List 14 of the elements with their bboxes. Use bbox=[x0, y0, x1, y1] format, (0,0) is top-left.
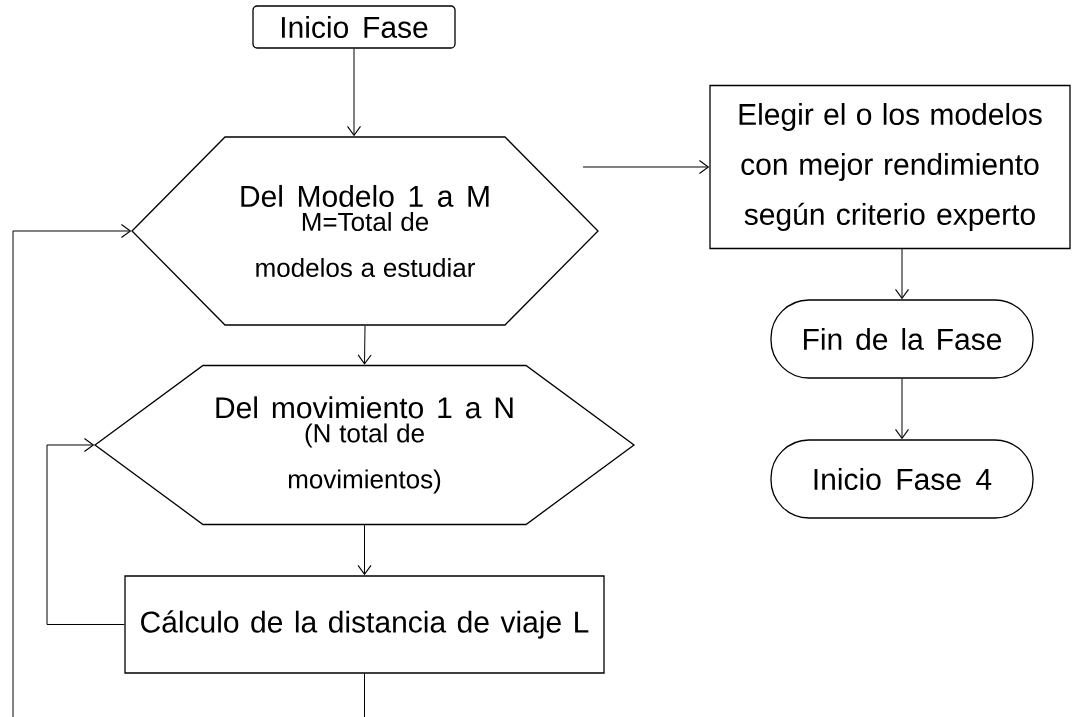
hexagon: Del Modelo 1 a M M=Total de modelos a estudiar bbox=[131, 136, 599, 326]
arrow bbox=[894, 378, 910, 440]
stadium: Fin de la Fase bbox=[770, 299, 1034, 379]
stadium: Inicio Fase 4 bbox=[770, 439, 1034, 519]
terminal-box: Inicio Fase bbox=[252, 5, 456, 49]
arrow bbox=[46, 437, 125, 625]
arrow bbox=[582, 159, 710, 175]
process-box: Elegir el o los modelos con mejor rendimiento según criterio experto bbox=[709, 84, 1071, 250]
arrow bbox=[357, 524, 372, 576]
arrow bbox=[894, 248, 910, 300]
process-box: Cálculo de la distancia de viaje L bbox=[124, 575, 605, 674]
arrow bbox=[12, 223, 132, 717]
arrow bbox=[357, 325, 372, 365]
arrow bbox=[346, 48, 362, 137]
